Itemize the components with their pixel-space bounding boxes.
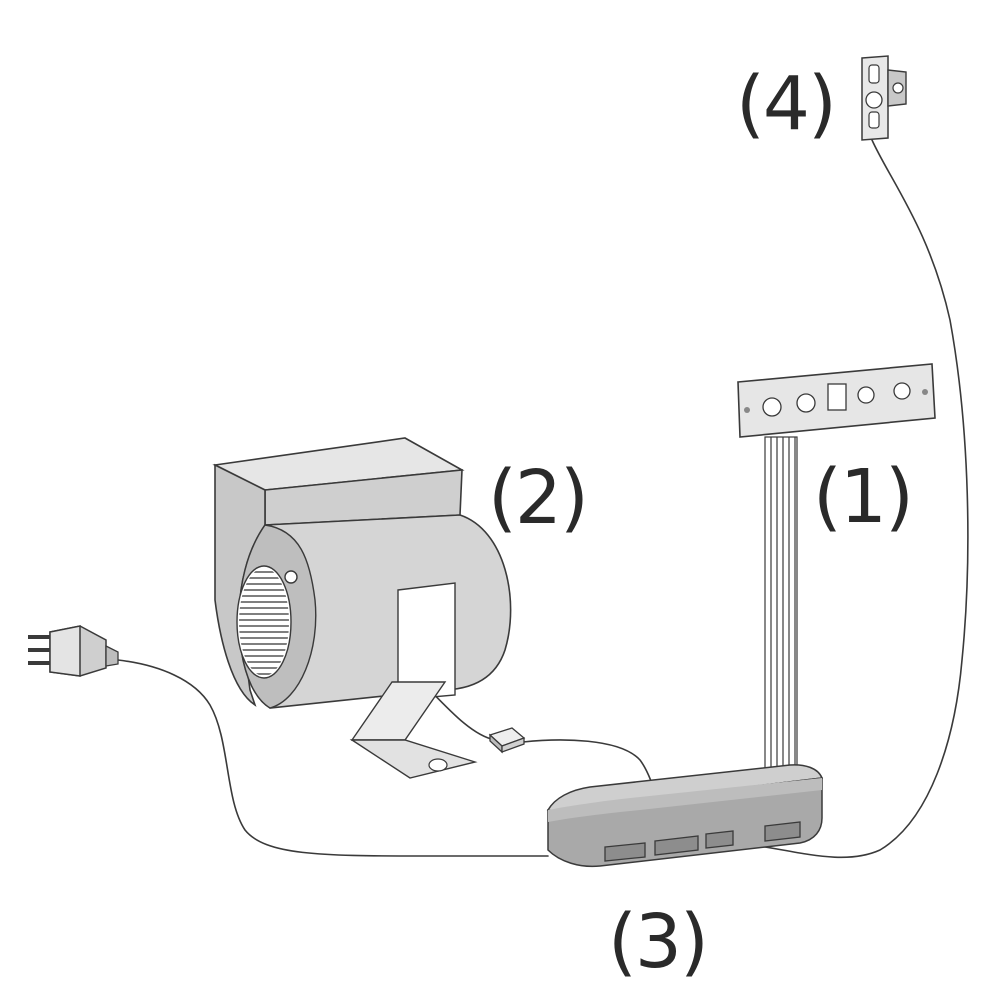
control-panel <box>737 363 936 438</box>
motor-terminal <box>284 570 298 584</box>
callout-1-label: (1) <box>813 454 912 540</box>
callout-3-label: (3) <box>608 899 707 985</box>
intake-grille <box>236 565 292 679</box>
thermostat-sensor <box>861 55 907 141</box>
callout-4-label: (4) <box>736 61 835 147</box>
blower-fan <box>212 437 512 779</box>
box-sockets <box>604 821 801 862</box>
thermostat-wire <box>729 139 969 859</box>
power-plug <box>28 625 119 677</box>
control-box <box>546 764 824 868</box>
power-cord-wire <box>117 659 549 857</box>
mounting-bracket <box>349 681 478 779</box>
wire-connector <box>488 727 526 754</box>
callout-2-label: (2) <box>488 455 587 541</box>
